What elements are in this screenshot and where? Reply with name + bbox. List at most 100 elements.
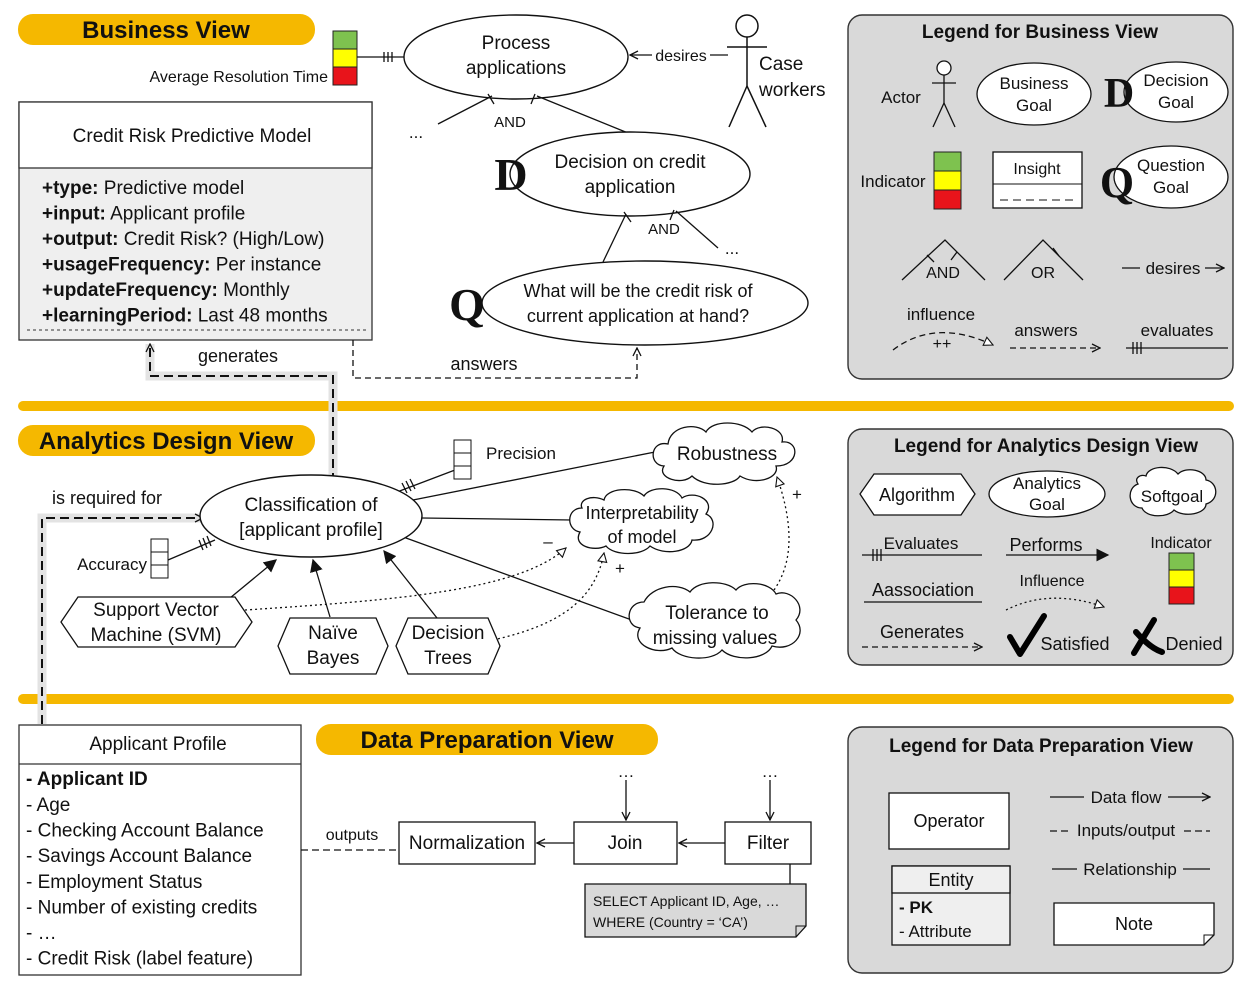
filter-note: [584, 883, 807, 938]
legend-softgoal-label: Softgoal: [1141, 487, 1203, 506]
model-attributes: +type: Predictive model +input: Applicant…: [42, 178, 328, 327]
legend-evaluates-label-2: Evaluates: [884, 534, 959, 553]
business-goal-process-applications: [403, 14, 629, 100]
legend-note-fold: [1203, 934, 1214, 945]
legend-evaluates-label: evaluates: [1141, 321, 1214, 340]
filter-label: Filter: [747, 833, 790, 854]
legend-attribute-label: - Attribute: [899, 922, 972, 941]
legend-actor-icon: [932, 60, 956, 128]
evaluates-ticks: [383, 52, 393, 62]
satisfied-check-icon: [1007, 613, 1047, 657]
legend-decision-d-icon: D: [1104, 71, 1134, 117]
model-title: Credit Risk Predictive Model: [73, 126, 312, 147]
legend-softgoal-shape: [1129, 466, 1217, 517]
credit-risk-model-box: [18, 101, 373, 341]
legend-data-title: Legend for Data Preparation View: [889, 736, 1193, 757]
filter-input-dots: …: [762, 762, 779, 781]
model-attribute-row: +output: Credit Risk? (High/Low): [42, 229, 324, 250]
softgoal-robustness: [652, 422, 796, 485]
legend-insight-label: Insight: [1013, 161, 1061, 178]
legend-or-symbol: [1003, 239, 1084, 281]
business-view-title: Business View: [82, 17, 250, 44]
data-prep-view-title: Data Preparation View: [361, 727, 614, 754]
legend-note-label: Note: [1115, 914, 1153, 934]
desires-label: desires: [655, 48, 707, 65]
entity-attribute: - …: [26, 923, 57, 944]
model-attribute-row: +updateFrequency: Monthly: [42, 280, 290, 301]
softgoal-interpretability: [569, 488, 714, 555]
legend-influence-arrow: [892, 331, 993, 351]
legend-entity-shape: [891, 865, 1011, 946]
resolution-time-indicator: [332, 30, 358, 86]
entity-title: Applicant Profile: [89, 734, 226, 755]
indicator-label: Average Resolution Time: [150, 69, 329, 86]
and-decomposition-1: [437, 93, 629, 134]
analytics-goal-classification: [199, 474, 423, 558]
separator-bottom: [18, 694, 1234, 704]
influence-plus-sign-2: +: [792, 485, 802, 504]
legend-operator-label: Operator: [913, 811, 984, 831]
precision-evaluates-ticks: [401, 478, 416, 494]
interpretability-line-1: Interpretability: [585, 503, 698, 523]
actor-label-2: workers: [758, 80, 826, 101]
operator-join: [573, 821, 678, 865]
legend-analytics-title: Legend for Analytics Design View: [894, 436, 1198, 457]
accuracy-label: Accuracy: [77, 555, 147, 574]
svm-line-2: Machine (SVM): [91, 625, 222, 646]
analytics-associations: [167, 451, 656, 624]
legend-question-q-icon: Q: [1100, 158, 1134, 207]
legend-decision-goal-shape: [1123, 61, 1229, 123]
legend-note-shape: [1053, 902, 1215, 946]
question-q-icon: Q: [449, 279, 485, 330]
accuracy-evaluates-ticks: [198, 535, 212, 551]
model-attribute-value: Last 48 months: [192, 306, 327, 327]
goal-line-1: Process: [482, 33, 551, 54]
model-attribute-value: Predictive model: [99, 178, 245, 199]
model-attribute-key: +learningPeriod:: [42, 306, 192, 327]
legend-actor-label: Actor: [881, 88, 921, 107]
legend-decision-goal-2: Goal: [1158, 93, 1194, 112]
normalization-label: Normalization: [409, 833, 525, 854]
legend-generates-label: Generates: [880, 622, 964, 642]
legend-operator-shape: [888, 792, 1010, 850]
legend-desires-label: desires: [1146, 259, 1201, 278]
legend-answers-label: answers: [1014, 321, 1077, 340]
legend-influence-sign: ++: [933, 336, 952, 353]
legend-and-symbol: [901, 239, 986, 281]
denied-cross-icon: [1131, 617, 1165, 656]
algorithm-svm: [60, 596, 253, 648]
entity-attribute: - Savings Account Balance: [26, 846, 252, 867]
dt-line-1: Decision: [412, 623, 485, 644]
legend-pk-label: - PK: [899, 898, 934, 917]
answers-label: answers: [450, 354, 517, 374]
legend-question-goal-2: Goal: [1153, 178, 1189, 197]
performs-arrows: [229, 549, 438, 619]
legend-evaluates-ticks-2: [872, 549, 882, 561]
legend-performs-label: Performs: [1009, 535, 1082, 555]
legend-indicator-label: Indicator: [860, 172, 926, 191]
nb-line-2: Bayes: [307, 648, 360, 669]
operator-filter: [724, 821, 812, 865]
precision-indicator: [453, 439, 472, 480]
nb-line-1: Naïve: [308, 623, 358, 644]
entity-attributes: - Age- Checking Account Balance- Savings…: [26, 795, 264, 970]
model-attribute-key: +input:: [42, 204, 106, 225]
legend-denied-label: Denied: [1165, 634, 1222, 654]
legend-business-goal-shape: [976, 62, 1092, 126]
legend-indicator-icon-2: [1168, 552, 1195, 605]
separator-top: [18, 401, 1234, 411]
decision-line-2: application: [585, 177, 676, 198]
model-attribute-row: +type: Predictive model: [42, 178, 244, 199]
legend-business-goal-2: Goal: [1016, 96, 1052, 115]
business-view-badge: Business View: [18, 14, 315, 45]
softgoal-tolerance: [628, 582, 801, 659]
model-attribute-value: Applicant profile: [106, 204, 245, 225]
entity-attribute: - Number of existing credits: [26, 897, 257, 918]
accuracy-indicator: [150, 538, 169, 579]
interpretability-line-2: of model: [607, 527, 676, 547]
entity-attribute: - Credit Risk (label feature): [26, 949, 253, 970]
required-for-link: [41, 518, 203, 724]
legend-question-goal-shape: [1113, 145, 1229, 209]
